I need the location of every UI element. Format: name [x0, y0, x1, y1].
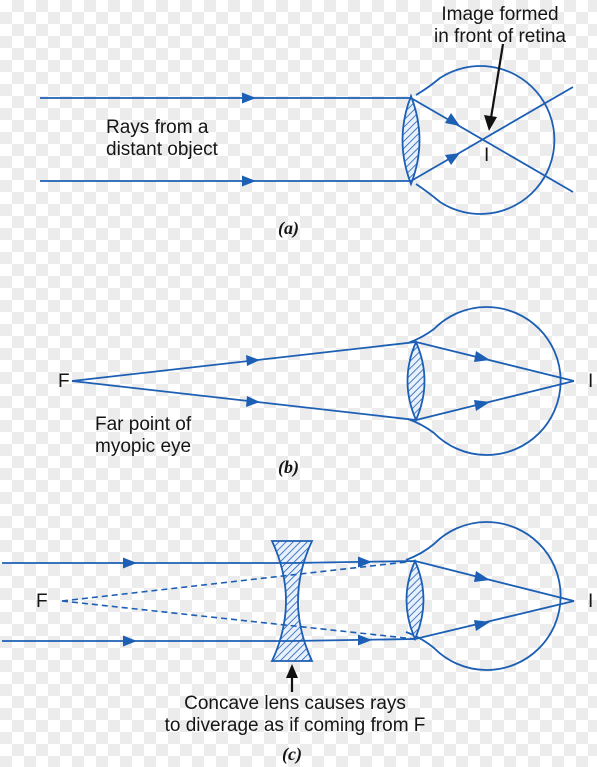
image-formed-line1: Image formed [441, 4, 559, 25]
image-formed-label: Image formed in front of retina [420, 4, 580, 48]
eyeball-c [405, 521, 562, 671]
pointer-line-a [489, 43, 505, 119]
ray-arrow-b1 [246, 355, 260, 366]
ray-top-b [71, 341, 417, 382]
image-point-a: I [484, 145, 490, 166]
far-point-b: F [58, 371, 70, 392]
eyeball-b [407, 306, 562, 456]
pointer-arrow-c [286, 664, 298, 678]
caption-b: (b) [278, 457, 299, 477]
rays-from-distant-object-label: Rays from a distant object [106, 117, 218, 161]
refracted-ray-top-a [410, 97, 574, 193]
ray-arrow-b3 [474, 351, 490, 362]
ray-bottom-b [71, 380, 417, 421]
concave-lens [270, 540, 314, 662]
refracted-ray-bottom-c [414, 600, 575, 640]
ray-arrow-c1 [123, 557, 137, 569]
diverged-ray-top-c [291, 560, 416, 564]
refracted-ray-top-b [415, 341, 575, 382]
virtual-ray-top-c [61, 560, 416, 602]
lens-label-line1: Concave lens causes rays [184, 693, 406, 714]
far-point-c: F [36, 591, 48, 612]
rays-label-line1: Rays from a [106, 117, 209, 138]
eyeball-a [415, 65, 556, 215]
far-label-line1: Far point of [95, 414, 192, 435]
far-label-line2: myopic eye [95, 436, 192, 457]
panel-a [40, 43, 574, 215]
ray-arrow-b2 [246, 396, 260, 407]
caption-c: (c) [282, 744, 302, 764]
concave-lens-label: Concave lens causes rays to diverage as … [130, 693, 460, 737]
image-point-b: I [588, 371, 594, 392]
ray-arrow-a1 [242, 92, 256, 104]
virtual-ray-bottom-c [61, 600, 416, 640]
eye-lens-b [406, 339, 426, 423]
rays-label-line2: distant object [106, 139, 218, 160]
pointer-arrow-a [484, 115, 497, 131]
ray-arrow-a4 [445, 153, 460, 165]
ray-arrow-c2 [123, 635, 137, 647]
refracted-ray-bottom-b [415, 380, 575, 421]
ray-arrow-c4 [358, 634, 372, 646]
ray-arrow-c5 [474, 571, 490, 582]
ray-arrow-c6 [474, 620, 490, 631]
image-formed-line2: in front of retina [433, 26, 567, 47]
diverged-ray-bottom-c [291, 638, 416, 642]
refracted-ray-top-c [414, 560, 575, 602]
eye-lens-a [401, 93, 421, 187]
ray-arrow-a2 [242, 175, 256, 187]
image-point-c: I [588, 591, 594, 612]
ray-arrow-c3 [358, 556, 372, 568]
panel-b [71, 306, 575, 456]
refracted-ray-bottom-a [410, 86, 574, 182]
ray-arrow-b4 [474, 400, 490, 411]
far-point-label: Far point of myopic eye [95, 414, 191, 458]
panel-c [2, 521, 575, 692]
lens-label-line2: to diverage as if coming from F [164, 715, 426, 736]
eye-lens-c [405, 558, 425, 642]
caption-a: (a) [278, 218, 299, 238]
ray-arrow-a3 [445, 113, 460, 126]
